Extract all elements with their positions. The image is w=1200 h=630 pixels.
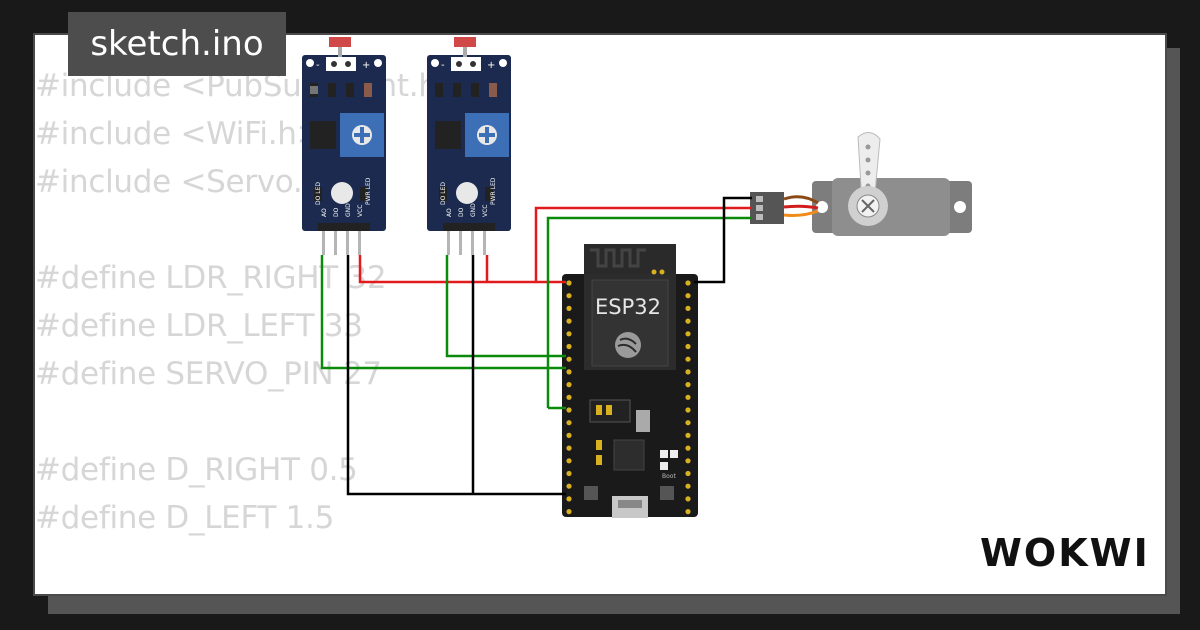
esp32-pin[interactable] xyxy=(566,331,572,337)
esp32-pin[interactable] xyxy=(566,280,572,286)
svg-text:DO LED: DO LED xyxy=(315,182,322,205)
esp32-pin[interactable] xyxy=(685,382,691,388)
wire-ao-left xyxy=(445,255,566,358)
esp32-pin[interactable] xyxy=(566,420,572,426)
esp32-pin[interactable] xyxy=(685,420,691,426)
svg-text:AO: AO xyxy=(446,208,453,217)
ldr-sensor xyxy=(454,37,476,47)
en-button[interactable] xyxy=(584,486,598,500)
svg-text:DO: DO xyxy=(458,207,465,217)
wire-servo-gnd xyxy=(694,196,752,284)
ldr-led-indicator xyxy=(331,182,353,204)
esp32-pin[interactable] xyxy=(685,407,691,413)
esp32-pin[interactable] xyxy=(685,496,691,502)
ldr-chip xyxy=(310,121,336,149)
wire-vcc-right xyxy=(358,255,566,284)
esp32-pin[interactable] xyxy=(685,432,691,438)
svg-text:VCC: VCC xyxy=(482,205,489,217)
esp32-pin[interactable] xyxy=(685,470,691,477)
wire-servo-signal xyxy=(546,216,752,408)
svg-text:+: + xyxy=(362,60,370,71)
ldr-module-left[interactable]: - + DO LED PWR LED AO DO GND VCC xyxy=(427,37,511,255)
svg-text:DO LED: DO LED xyxy=(440,182,447,205)
esp32-pin[interactable] xyxy=(685,318,691,324)
esp32-pin[interactable] xyxy=(566,496,572,502)
svg-text:-: - xyxy=(316,60,320,71)
wire-servo-vcc xyxy=(534,206,752,282)
wire-ao-right xyxy=(320,255,566,370)
esp32-pin[interactable] xyxy=(685,343,691,350)
code-line: #define LDR_RIGHT 32 xyxy=(35,260,387,296)
esp32-pin[interactable] xyxy=(685,369,691,375)
svg-text:DO: DO xyxy=(333,207,340,217)
esp32-pin[interactable] xyxy=(566,356,572,362)
esp32-pin[interactable] xyxy=(685,293,691,299)
esp32-pin[interactable] xyxy=(685,509,691,515)
esp32-pin[interactable] xyxy=(566,382,572,388)
esp32-pin[interactable] xyxy=(685,331,691,337)
boot-button[interactable] xyxy=(660,486,674,500)
esp32-pin[interactable] xyxy=(685,458,691,464)
code-line: #define LDR_LEFT 33 xyxy=(35,308,363,344)
code-line: #define D_RIGHT 0.5 xyxy=(35,452,358,488)
esp32-label: ESP32 xyxy=(595,295,661,319)
esp32-pin[interactable] xyxy=(566,343,572,350)
esp32-pin[interactable] xyxy=(685,483,691,489)
svg-text:GND: GND xyxy=(345,203,352,217)
esp32-pin[interactable] xyxy=(566,509,572,515)
svg-text:Boot: Boot xyxy=(662,473,676,480)
esp32-pin[interactable] xyxy=(566,470,572,477)
ldr-sensor xyxy=(329,37,351,47)
wokwi-logo: WOKWI xyxy=(980,531,1150,575)
svg-text:PWR LED: PWR LED xyxy=(365,177,372,205)
code-line: #define D_LEFT 1.5 xyxy=(35,500,335,536)
servo-connector xyxy=(750,192,784,224)
svg-text:-: - xyxy=(441,60,445,71)
esp32-pin[interactable] xyxy=(566,318,572,324)
svg-text:+: + xyxy=(487,60,495,71)
ldr-module-right[interactable]: - + DO LED PWR LED AO DO GND VCC xyxy=(302,37,386,255)
servo-motor[interactable] xyxy=(750,132,972,236)
code-line: #define SERVO_PIN 27 xyxy=(35,356,382,392)
esp32-pin[interactable] xyxy=(685,280,691,286)
esp32-pin[interactable] xyxy=(566,293,572,299)
esp32-pin[interactable] xyxy=(685,356,691,362)
wire-gnd-right xyxy=(346,255,566,496)
esp32-pin[interactable] xyxy=(566,458,572,464)
svg-text:GND: GND xyxy=(470,203,477,217)
svg-text:AO: AO xyxy=(321,208,328,217)
esp32-pin[interactable] xyxy=(566,432,572,438)
svg-text:WOKWI: WOKWI xyxy=(980,531,1150,575)
esp32-pin[interactable] xyxy=(566,407,572,413)
esp32-board[interactable]: ESP32 Boot xyxy=(562,244,698,518)
esp32-pin[interactable] xyxy=(566,483,572,489)
ldr-led-indicator xyxy=(456,182,478,204)
sketch-title-tab[interactable]: sketch.ino xyxy=(68,12,286,76)
esp32-pin[interactable] xyxy=(685,305,691,311)
esp32-pin[interactable] xyxy=(566,369,572,375)
esp32-pin[interactable] xyxy=(566,305,572,311)
esp32-pin[interactable] xyxy=(566,394,572,400)
esp32-pin[interactable] xyxy=(685,445,691,451)
esp32-pin[interactable] xyxy=(685,394,691,400)
wires xyxy=(320,196,752,496)
code-line: #include <WiFi.h> xyxy=(35,116,323,152)
esp32-pin[interactable] xyxy=(566,445,572,451)
ldr-chip xyxy=(435,121,461,149)
svg-text:PWR LED: PWR LED xyxy=(490,177,497,205)
svg-text:VCC: VCC xyxy=(357,205,364,217)
